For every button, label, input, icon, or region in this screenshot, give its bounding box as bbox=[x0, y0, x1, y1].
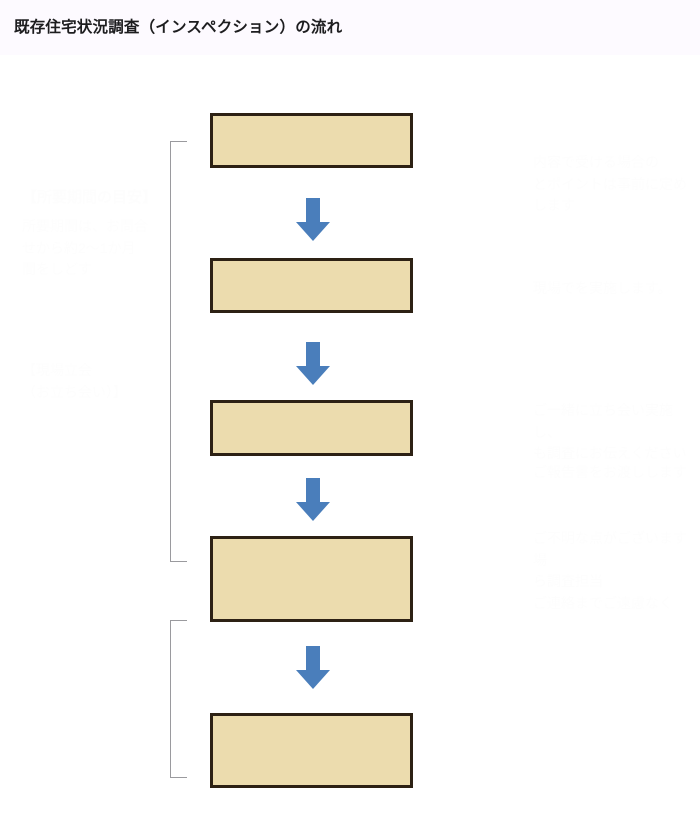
group-bracket-lower bbox=[170, 620, 187, 778]
flow-step-box-2 bbox=[210, 258, 413, 313]
group-bracket-upper bbox=[170, 141, 187, 562]
down-arrow-icon-1 bbox=[295, 198, 331, 242]
down-arrow-icon-3 bbox=[295, 478, 331, 522]
page-title: 既存住宅状況調査（インスペクション）の流れ bbox=[14, 19, 343, 36]
flow-step-box-4 bbox=[210, 536, 413, 622]
header-band bbox=[0, 0, 700, 55]
flow-step-box-3 bbox=[210, 400, 413, 456]
flow-step-box-1 bbox=[210, 113, 413, 168]
flow-step-box-5 bbox=[210, 713, 413, 788]
down-arrow-icon-4 bbox=[295, 646, 331, 690]
down-arrow-icon-2 bbox=[295, 342, 331, 386]
